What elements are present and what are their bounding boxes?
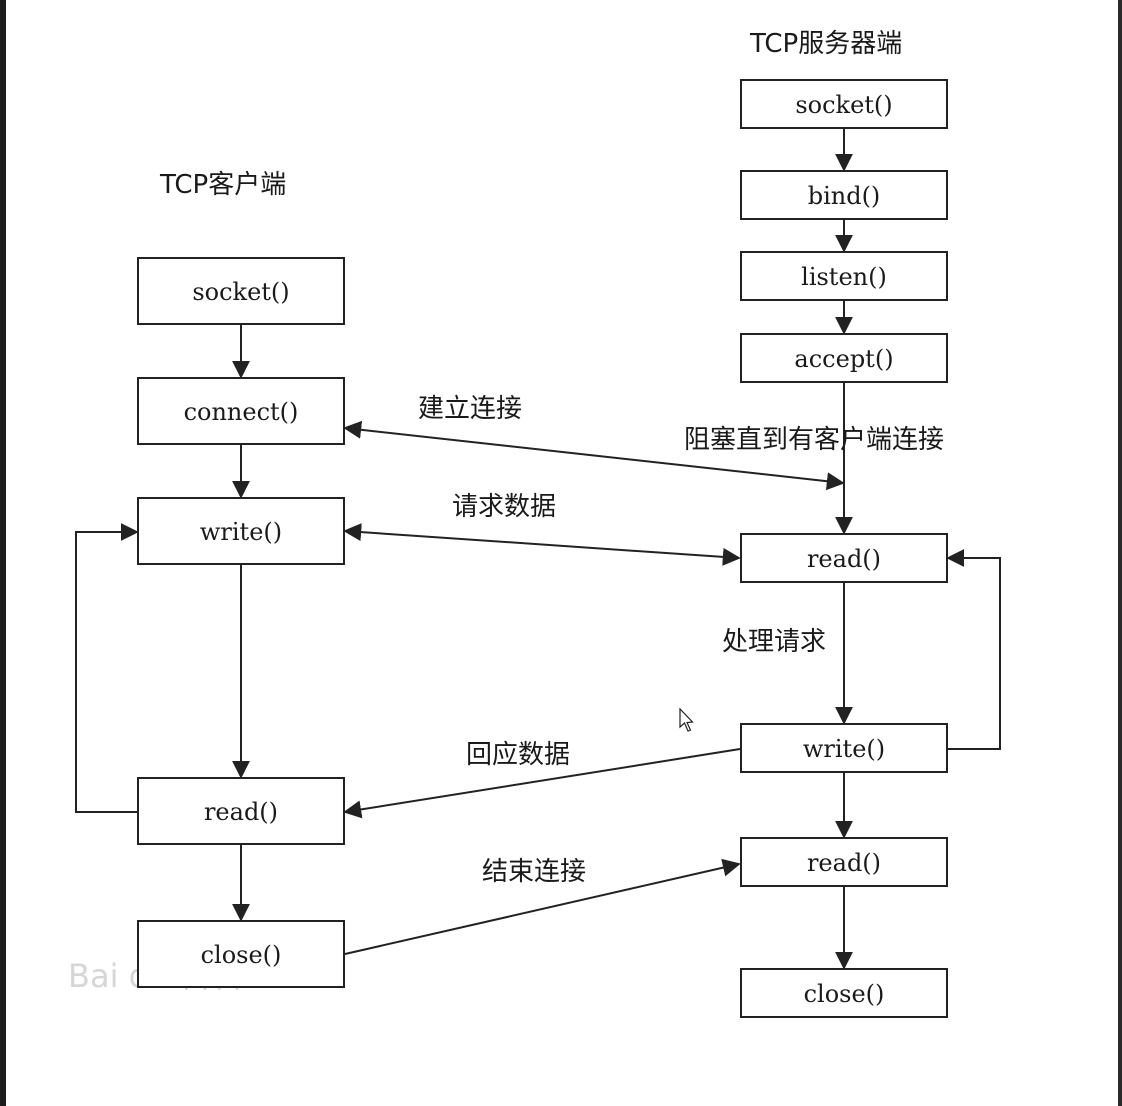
arrow-request-data [343,523,741,566]
server-write-label: write() [803,735,885,763]
arrow-establish-connection [343,420,845,491]
server-read-label: read() [807,545,881,573]
client-write-label: write() [200,518,282,546]
arrow-server-loop-write-read [946,549,1001,750]
server-accept-label: accept() [794,345,893,373]
server-socket-box: socket() [740,79,948,129]
label-process-request: 处理请求 [722,627,826,657]
client-connect-label: connect() [184,398,299,426]
label-end-connection: 结束连接 [482,857,586,887]
server-accept-box: accept() [740,333,948,383]
left-frame-border [0,0,6,1106]
label-block-until-client: 阻塞直到有客户端连接 [684,425,944,455]
server-read2-box: read() [740,837,948,887]
server-listen-label: listen() [801,263,887,291]
client-write-box: write() [137,497,345,565]
arrow-client-loop-read-write [75,523,139,813]
client-connect-box: connect() [137,377,345,445]
server-write-box: write() [740,723,948,773]
label-establish-connection: 建立连接 [418,394,522,424]
client-socket-label: socket() [192,278,289,306]
right-frame-border [1118,0,1122,1106]
server-read-box: read() [740,533,948,583]
server-title: TCP服务器端 [749,29,902,59]
client-read-label: read() [204,798,278,826]
server-bind-box: bind() [740,170,948,220]
client-read-box: read() [137,777,345,845]
server-socket-label: socket() [795,91,892,119]
server-close-box: close() [740,968,948,1018]
client-close-box: close() [137,920,345,988]
client-socket-box: socket() [137,257,345,325]
server-listen-box: listen() [740,251,948,301]
arrow-end-connection [344,858,741,955]
mouse-cursor-icon [679,707,694,732]
client-title: TCP客户端 [159,170,286,200]
label-request-data: 请求数据 [452,492,556,522]
label-response-data: 回应数据 [466,740,570,770]
server-bind-label: bind() [808,182,881,210]
arrow-response-data [343,748,741,819]
server-read2-label: read() [807,849,881,877]
client-close-label: close() [201,941,282,969]
server-close-label: close() [804,980,885,1008]
